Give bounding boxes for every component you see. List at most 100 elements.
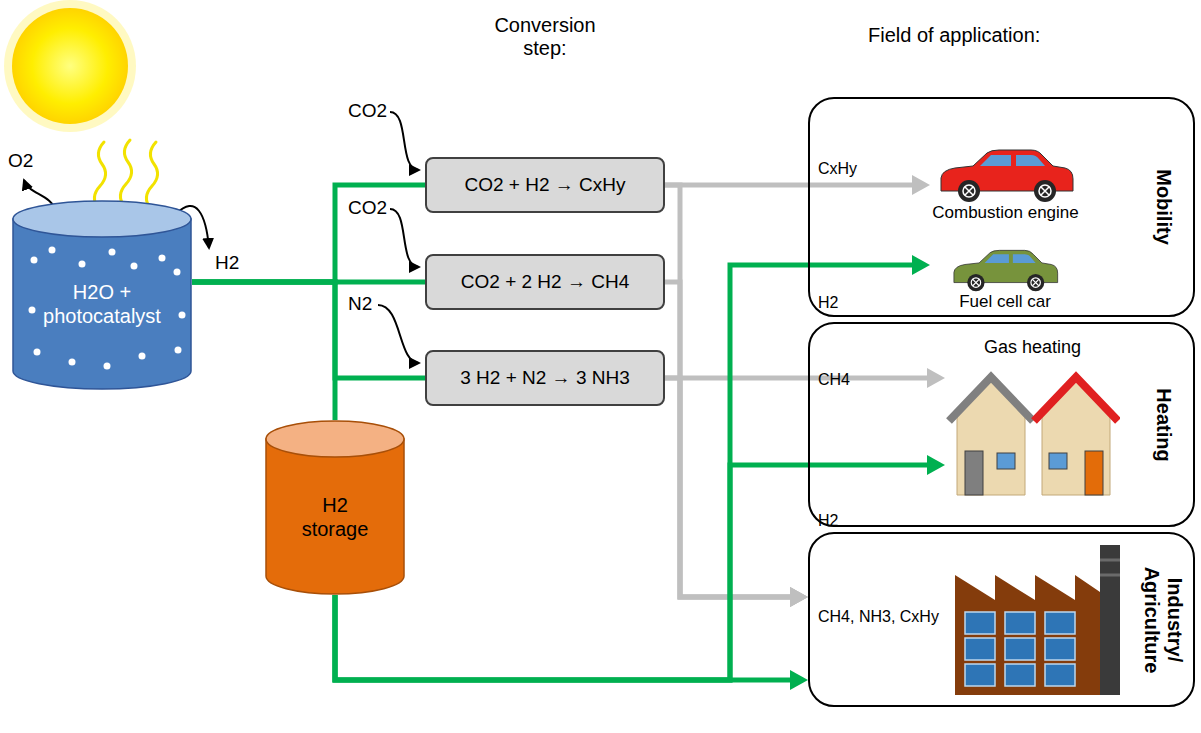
car-drawing bbox=[946, 248, 1064, 292]
text-holder: H2 storage bbox=[265, 456, 405, 577]
edge-label: H2 bbox=[818, 512, 1201, 530]
house-roof bbox=[1034, 377, 1118, 421]
connector-arrowhead bbox=[912, 255, 930, 275]
co2-feed-arrow bbox=[390, 112, 419, 170]
sun-glow bbox=[4, 0, 136, 132]
car-icon: Fuel cell car bbox=[930, 248, 1080, 314]
sun-ray bbox=[120, 140, 131, 206]
factory-window bbox=[965, 664, 995, 686]
conversion-box: CO2 + 2 H2 → CH4 bbox=[425, 254, 665, 310]
factory-window bbox=[1005, 664, 1035, 686]
car-window bbox=[1013, 254, 1036, 263]
house-roof bbox=[949, 377, 1033, 421]
house-door bbox=[1085, 451, 1103, 495]
text-holder: H2O + photocatalyst bbox=[12, 236, 192, 372]
wheel-spokes bbox=[1041, 187, 1049, 195]
water-bubble bbox=[174, 269, 181, 276]
storage-drawing-top bbox=[266, 421, 404, 457]
sun-rays bbox=[94, 140, 157, 208]
water-bubble bbox=[29, 307, 36, 314]
tank-drawing-body bbox=[13, 219, 191, 389]
water-bubble bbox=[31, 257, 38, 264]
product-line bbox=[665, 175, 930, 195]
diagram-label: Field of application: bbox=[868, 24, 1040, 47]
factory-window bbox=[1045, 664, 1075, 686]
factory-window bbox=[1005, 638, 1035, 660]
application-panel: Mobility Combustion engineFuel cell car bbox=[808, 97, 1195, 317]
panel-title: Industry/ Agriculture bbox=[1140, 544, 1186, 695]
edge-label: CH4, NH3, CxHy bbox=[818, 608, 1201, 626]
diagram-label: Conversion step: bbox=[485, 14, 605, 60]
car-caption: Fuel cell car bbox=[959, 292, 1051, 312]
equation-text: CO2 + 2 H2 → CH4 bbox=[461, 271, 629, 293]
factory-icon bbox=[955, 545, 1120, 695]
hydrogen-line bbox=[335, 455, 945, 680]
storage-tank: H2 storage bbox=[265, 420, 405, 595]
water-bubble bbox=[104, 363, 111, 370]
car-window bbox=[1016, 155, 1045, 166]
storage-drawing-body bbox=[266, 439, 404, 594]
car-drawing bbox=[931, 147, 1081, 203]
equation-text: CO2 + H2 → CxHy bbox=[464, 174, 625, 196]
water-bubble bbox=[139, 353, 146, 360]
car-window bbox=[980, 155, 1011, 166]
connector-arrowhead bbox=[790, 587, 808, 607]
factory-window bbox=[1045, 612, 1075, 634]
n2-feed-arrow bbox=[378, 305, 419, 363]
connector-line bbox=[192, 282, 425, 378]
diagram-label: H2 bbox=[215, 252, 239, 274]
hydrogen-line bbox=[192, 185, 425, 282]
wheel-spokes bbox=[965, 187, 973, 195]
factory-window bbox=[965, 638, 995, 660]
water-bubble bbox=[69, 359, 76, 366]
storage-text: H2 storage bbox=[295, 493, 375, 541]
factory-chimney bbox=[1100, 545, 1120, 695]
conversion-box: CO2 + H2 → CxHy bbox=[425, 157, 665, 213]
application-panel: HeatingGas heating bbox=[808, 322, 1195, 527]
car-caption: Combustion engine bbox=[932, 203, 1078, 223]
wheel-rim bbox=[1039, 185, 1051, 197]
car-wheel bbox=[967, 274, 984, 291]
panel-title: Mobility bbox=[1152, 109, 1175, 305]
wheel-rim bbox=[971, 278, 980, 287]
hydrogen-line bbox=[335, 595, 808, 690]
house-door bbox=[965, 451, 983, 495]
water-bubble bbox=[131, 263, 138, 270]
water-bubble bbox=[179, 312, 186, 319]
photocatalyst-tank: H2O + photocatalyst bbox=[12, 200, 192, 390]
car-wheel bbox=[1027, 274, 1044, 291]
sun bbox=[4, 0, 136, 132]
wheel-spokes bbox=[1033, 279, 1039, 285]
diagram-label: CO2 bbox=[348, 197, 387, 219]
factory-window bbox=[1005, 612, 1035, 634]
houses-icon: Gas heating bbox=[945, 335, 1120, 505]
car-window bbox=[985, 254, 1009, 263]
equation-text: 3 H2 + N2 → 3 NH3 bbox=[460, 367, 630, 389]
product-line bbox=[665, 282, 808, 607]
water-bubble bbox=[49, 247, 56, 254]
house-window bbox=[997, 453, 1015, 469]
tank-drawing-top bbox=[13, 201, 191, 237]
connector-line bbox=[335, 595, 794, 680]
hydrogen-line bbox=[192, 282, 335, 420]
factory-hall bbox=[955, 575, 1100, 695]
car-icon: Combustion engine bbox=[930, 147, 1081, 242]
connector-arrowhead bbox=[927, 368, 945, 388]
chimney-band bbox=[1100, 574, 1120, 577]
connector-arrowhead bbox=[927, 455, 945, 475]
sun-ray bbox=[146, 142, 157, 208]
water-bubble bbox=[175, 347, 182, 354]
sun-disc bbox=[12, 8, 128, 124]
water-bubble bbox=[34, 349, 41, 356]
sun-ray bbox=[94, 142, 105, 208]
wheel-rim bbox=[963, 185, 975, 197]
connector-arrowhead bbox=[912, 175, 930, 195]
diagram-label: O2 bbox=[8, 150, 33, 172]
connector-line bbox=[665, 183, 916, 188]
car-wheel bbox=[958, 180, 980, 202]
water-bubble bbox=[79, 261, 86, 268]
hydrogen-line bbox=[192, 282, 425, 378]
wheel-spokes bbox=[973, 279, 979, 285]
car-wheel bbox=[1034, 180, 1056, 202]
